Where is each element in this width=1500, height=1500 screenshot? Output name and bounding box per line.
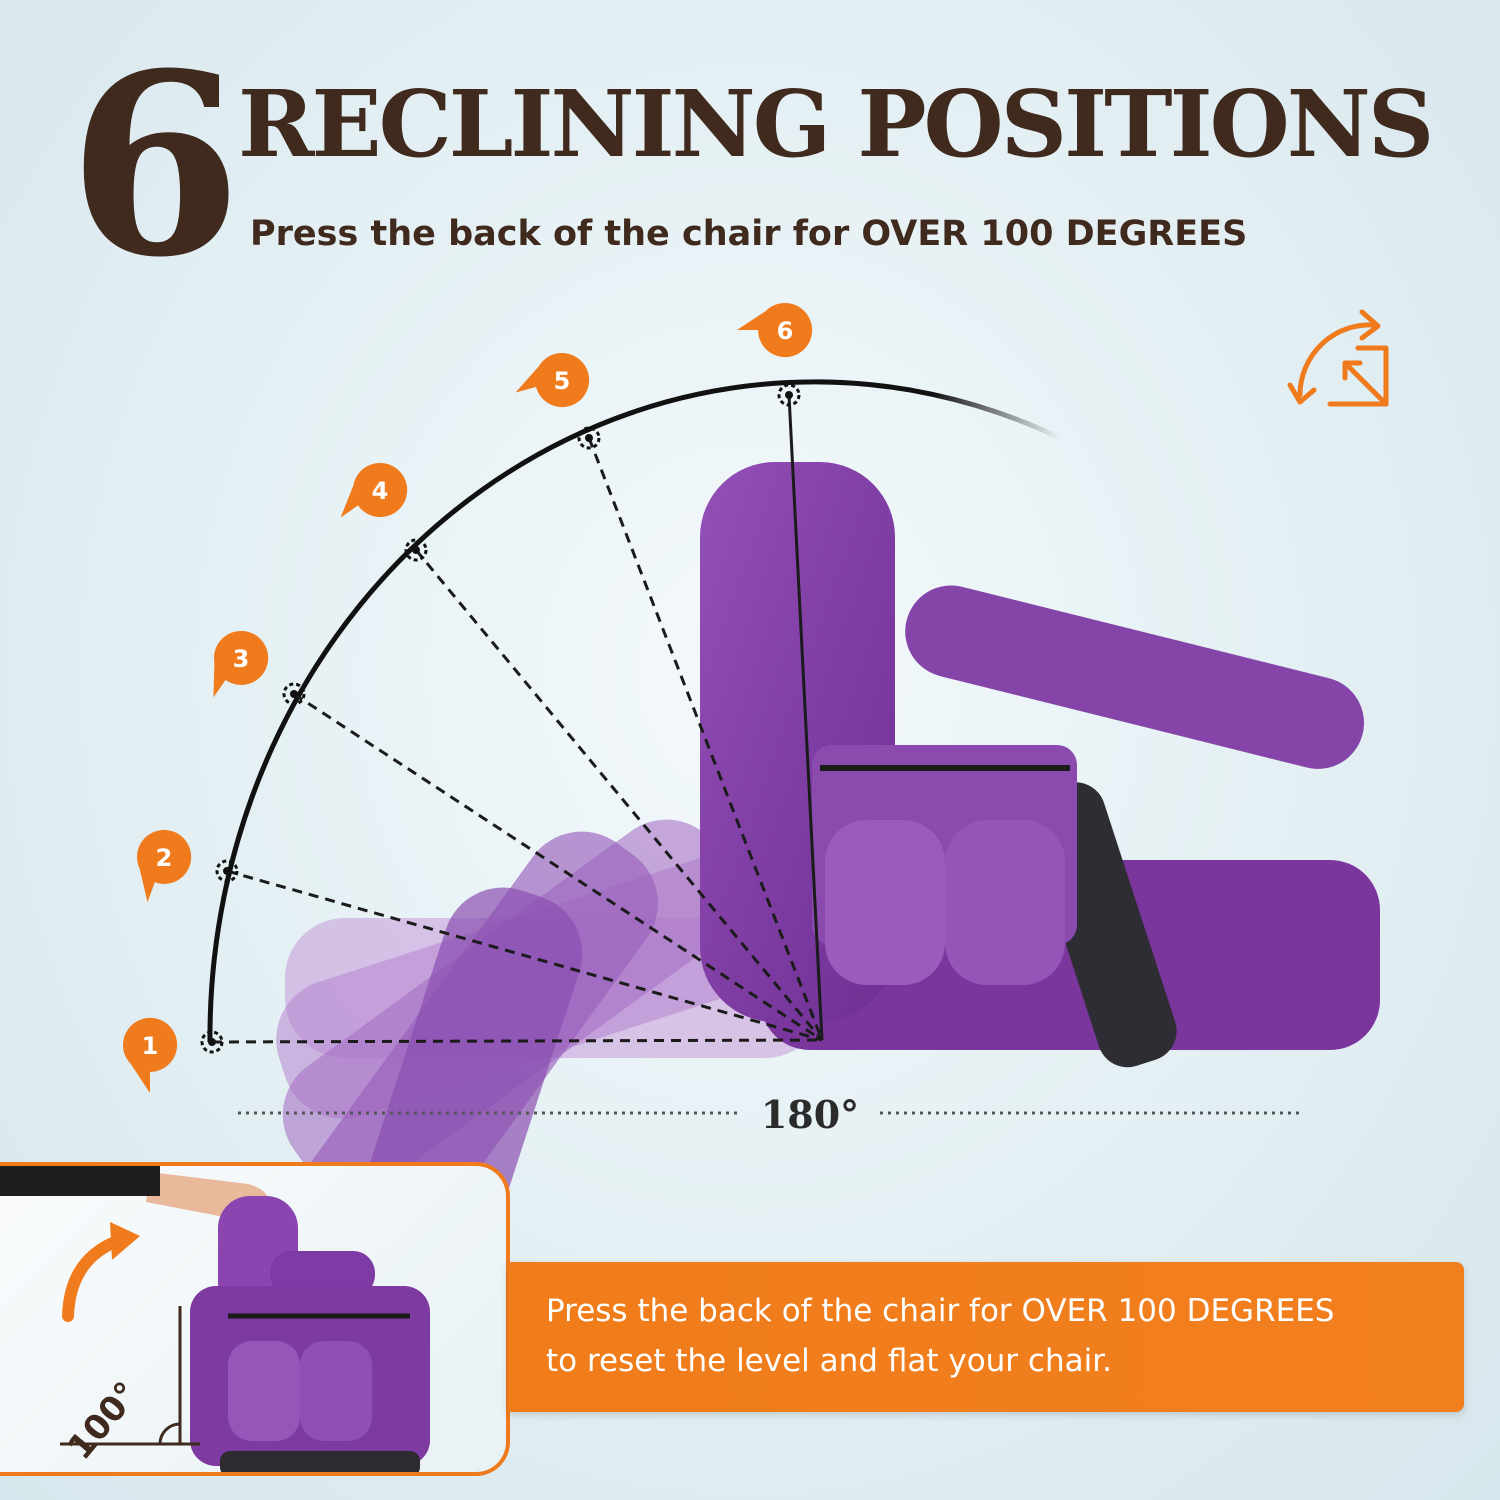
position-dot-6 [777,383,801,407]
rotate-icon [1287,309,1389,407]
folded-chair-arm [270,1251,375,1297]
folded-cup-holder-right [300,1341,372,1441]
position-marker-1: 1 [123,1017,178,1094]
push-arrow-head [110,1222,140,1260]
position-dots [200,383,801,1054]
position-dot-5 [577,426,601,450]
position-number-2: 2 [156,844,173,872]
subheadline: Press the back of the chair for OVER 100… [250,214,1248,254]
reset-instruction-line-1: Press the back of the chair for OVER 100… [546,1293,1335,1329]
position-number-5: 5 [554,367,571,395]
dashed-line-2 [226,869,823,1042]
arm-sleeve [0,1166,160,1196]
reset-instruction-line-2: to reset the level and flat your chair. [546,1343,1112,1379]
position-dot-3 [282,682,306,706]
angle-label-100: 100° [60,1374,147,1467]
ghost-backrests [276,819,825,1357]
folded-chair-base [220,1451,420,1472]
dashed-angle-lines [211,437,824,1044]
position-dot-2 [215,859,239,883]
chair-upright [700,462,1380,1068]
dashed-line-3 [293,692,823,1042]
position-number-6: 6 [777,317,794,345]
reset-angle-mark [158,1422,181,1445]
angle-label-180: 180° [761,1092,859,1137]
position-marker-2: 2 [137,829,192,903]
position-marker-6: 6 [736,303,813,358]
position-dot-4 [404,538,428,562]
headline: RECLINING POSITIONS [238,70,1434,178]
big-number-six: 6 [68,18,242,312]
position-marker-4: 4 [340,463,408,518]
reset-illustration: 100° [0,1166,430,1472]
chair-cup-holder-right [945,820,1065,985]
folded-cup-holder-left [228,1341,300,1441]
position-marker-3: 3 [213,630,269,698]
position-number-3: 3 [233,645,250,673]
position-number-1: 1 [142,1032,159,1060]
dashed-line-5 [587,437,824,1041]
reset-illustration-panel: 100° [0,1162,510,1476]
chair-armrest [905,585,1364,769]
angle-arc [207,379,1062,1043]
push-arrow-icon [62,1234,126,1322]
dashed-line-4 [414,549,824,1041]
chair-cup-holder-left [825,820,945,985]
solid-line-6 [787,394,824,1041]
position-dot-1 [200,1030,224,1054]
position-markers: 1 2 3 4 5 6 [123,303,813,1094]
position-marker-5: 5 [515,353,590,408]
reset-instruction-box: Press the back of the chair for OVER 100… [508,1262,1464,1412]
position-number-4: 4 [372,477,389,505]
